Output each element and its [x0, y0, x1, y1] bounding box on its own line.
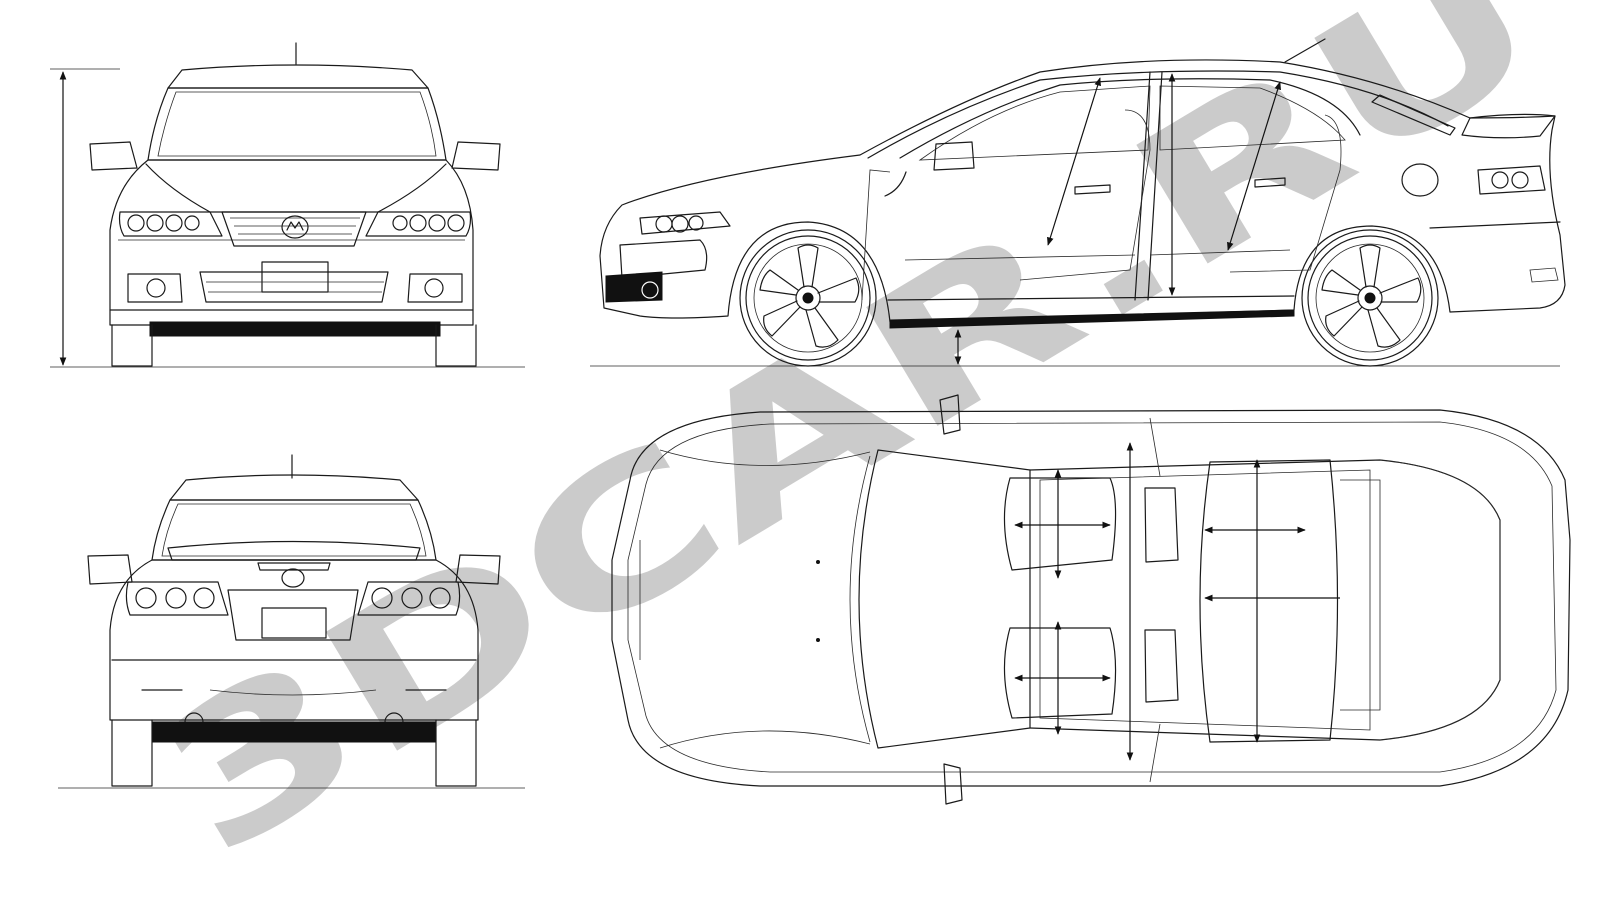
rear-view	[58, 454, 525, 789]
watermark-text: 3DCAR.RU	[124, 0, 1575, 899]
top-view	[611, 394, 1571, 805]
front-view	[50, 42, 525, 368]
watermark: 3DCAR.RU	[124, 0, 1575, 899]
side-view	[590, 38, 1566, 367]
